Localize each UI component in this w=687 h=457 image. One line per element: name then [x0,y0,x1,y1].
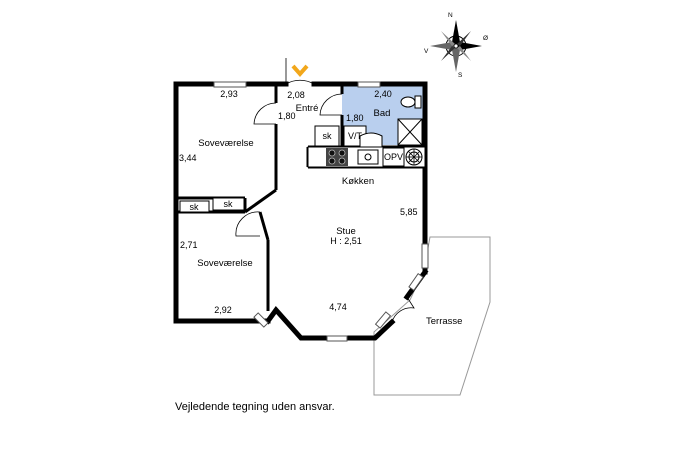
dishwasher-label: OPV [384,152,403,162]
window-living-side [421,243,429,269]
living-name: Stue [336,226,356,237]
door-bedroom1-swing [253,102,277,125]
compass-west: V [424,48,429,55]
window-living-bottom [326,335,348,342]
washer-label: V/T [348,131,363,141]
entrance-arrow-icon [291,64,309,78]
closet-entry [314,125,340,147]
bedroom1-depth: 3,44 [179,153,197,163]
bath-width: 2,40 [374,89,392,99]
terrace-name: Terrasse [426,316,462,327]
kitchen-sink-icon [357,149,379,165]
door-swings [235,58,415,323]
bedroom2-width: 2,92 [214,305,232,315]
window-bedroom2 [253,312,269,328]
closet-bed-a [179,200,210,213]
entry-width: 2,08 [287,90,305,100]
closet-bed-b-label: sk [224,199,234,209]
entry-name: Entré [296,103,319,114]
door-terrace-swing [391,296,415,323]
closet-entry-label: sk [323,131,333,141]
disclaimer-text: Vejledende tegning uden ansvar. [175,401,335,413]
door-bath-swing [319,93,343,116]
bedroom2-name: Soveværelse [197,258,252,269]
living-width: 4,74 [329,302,347,312]
fan-icon [405,148,423,166]
stove-icon [326,148,348,166]
window-bath [357,81,381,88]
bedroom2-depth: 2,71 [180,240,198,250]
window-bedroom1 [213,81,247,88]
toilet-icon [400,96,416,108]
bath-name: Bad [374,108,391,119]
compass-south: S [458,72,463,79]
bedroom1-name: Soveværelse [198,138,253,149]
window-terrace-b [408,273,424,291]
windows [213,81,429,342]
living-height: H : 2,51 [330,236,362,246]
door-entry-swing [285,79,315,85]
closet-bed-b [212,197,245,211]
compass-rose-icon: N S V Ø [424,12,488,79]
bath-fixtures [359,95,423,148]
living-depth: 5,85 [400,207,418,217]
window-terrace-a [374,311,392,329]
bedroom1-width: 2,93 [220,89,238,99]
sink-icon [359,132,383,148]
compass-north: N [448,12,453,19]
entry-depth: 1,80 [278,111,296,121]
bath-depth: 1,80 [346,113,364,123]
dishwasher-box [382,147,405,167]
kitchen-name: Køkken [342,176,374,187]
compass-east: Ø [483,35,488,42]
closet-bed-a-label: sk [190,202,200,212]
door-bedroom2-swing [235,211,261,237]
